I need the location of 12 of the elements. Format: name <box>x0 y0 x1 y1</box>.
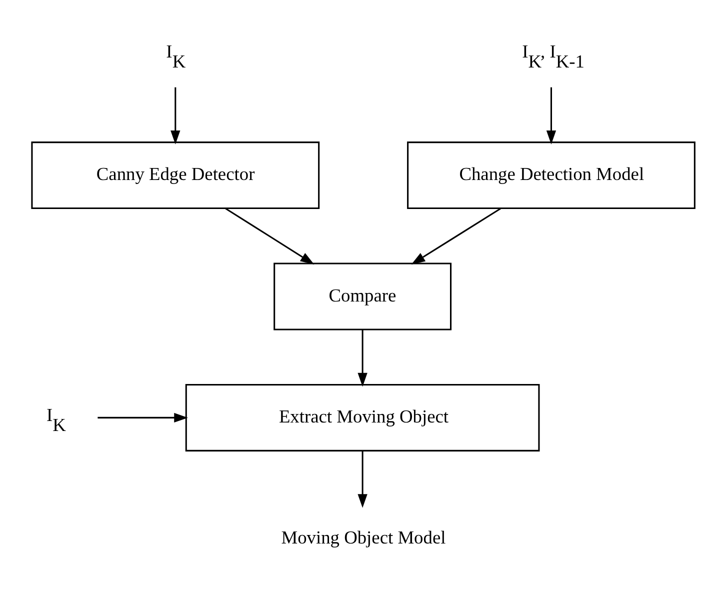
arrow <box>225 208 314 264</box>
node-box: Compare <box>274 262 452 330</box>
arrow <box>98 412 188 423</box>
arrow <box>546 87 556 144</box>
arrow <box>358 450 368 508</box>
node-text: Moving Object Model <box>281 528 446 548</box>
node-box: Canny Edge Detector <box>31 142 320 210</box>
arrow <box>358 330 368 387</box>
node-box: Extract Moving Object <box>185 384 540 452</box>
arrow <box>411 208 502 264</box>
node-box: Change Detection Model <box>407 142 696 210</box>
arrow <box>170 87 180 144</box>
